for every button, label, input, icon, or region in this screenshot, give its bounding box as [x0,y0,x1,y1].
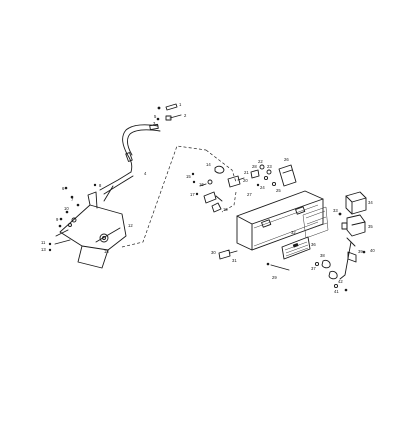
callout-13: 13 [41,247,46,252]
wire-route [121,145,237,248]
callout-5: 5 [154,114,157,119]
callout-27: 27 [247,192,252,197]
callout-38: 38 [320,253,325,258]
callout-20: 20 [243,178,248,183]
bolt-part [156,114,182,121]
callout-7: 7 [71,197,74,202]
callout-6: 6 [62,186,65,191]
gasket [302,206,329,239]
callout-35: 35 [368,224,373,229]
callout-2: 2 [184,113,187,118]
callout-32: 32 [291,230,296,235]
callout-23: 23 [267,164,272,169]
callout-25: 25 [276,188,281,193]
callout-31: 31 [232,258,237,263]
callout-30: 30 [211,250,216,255]
callout-42: 42 [338,279,343,284]
callout-37: 37 [311,266,316,271]
callout-19: 19 [223,207,228,212]
callout-36: 36 [311,242,316,247]
callout-3: 3 [153,121,156,126]
callout-40: 40 [370,248,375,253]
callout-24: 24 [260,185,265,190]
callout-34: 34 [368,200,373,205]
lever-bracket [54,191,127,269]
lower-hardware [218,249,290,271]
callout-22: 22 [258,159,263,164]
callout-17: 17 [190,192,195,197]
callout-21: 21 [244,170,249,175]
callout-16: 16 [199,182,204,187]
callout-18: 18 [104,249,109,254]
hardware-stack [48,183,97,252]
callout-4: 4 [144,171,147,176]
pin-part [157,103,178,111]
faceplate [281,236,311,260]
callout-11: 11 [41,240,46,245]
control-cable [99,123,161,202]
bracket-arm [338,212,366,292]
callout-10: 10 [64,206,69,211]
callout-14: 14 [206,162,211,167]
callout-15: 15 [186,174,191,179]
callout-39: 39 [358,249,363,254]
callout-9: 9 [56,217,59,222]
switch-part [341,214,366,237]
callout-8: 8 [99,183,102,188]
knob-parts [314,259,339,289]
callout-26: 26 [284,157,289,162]
callout-33: 33 [333,208,338,213]
relay-part [345,191,367,215]
callout-28: 28 [252,164,257,169]
connector-parts [191,165,245,213]
callout-29: 29 [272,275,277,280]
callout-41: 41 [334,289,339,294]
switch-parts [250,164,297,187]
callout-12: 12 [128,223,133,228]
control-box [236,190,324,251]
callout-1: 1 [179,102,182,107]
part-number-callouts: 1 2 3 4 5 6 7 8 9 10 11 12 13 14 15 16 1… [41,102,375,294]
